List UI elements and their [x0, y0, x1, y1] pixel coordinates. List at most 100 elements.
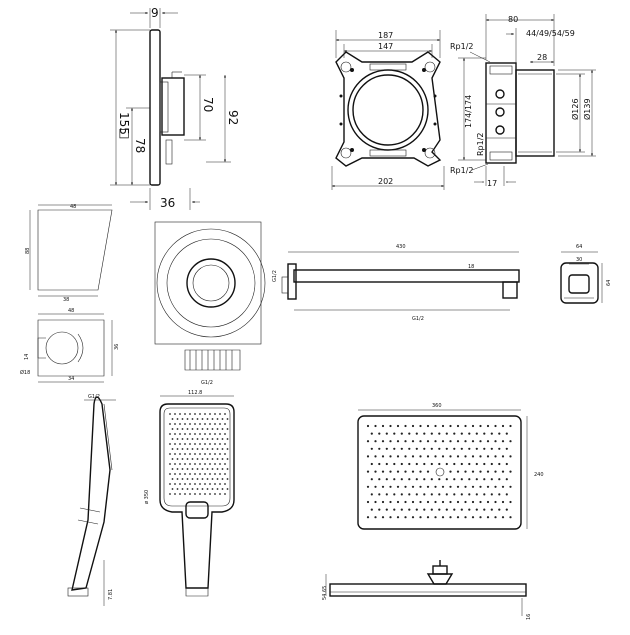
spray-jet: [505, 508, 508, 511]
spray-jet: [174, 433, 176, 435]
spray-jet: [191, 468, 194, 470]
spray-jet: [221, 448, 224, 450]
spray-jet: [201, 458, 204, 460]
spray-jet: [216, 448, 219, 450]
spray-jet: [219, 493, 221, 495]
spray-jet: [441, 500, 445, 504]
dim-knob-70: 70: [201, 97, 215, 112]
spray-jet: [490, 447, 493, 450]
spray-jet: [426, 424, 430, 428]
spray-jet: [475, 462, 478, 466]
spray-jet: [475, 447, 478, 450]
spray-jet: [194, 473, 196, 475]
spray-jet: [226, 448, 229, 450]
spray-jet: [191, 448, 194, 450]
spray-jet: [370, 478, 373, 481]
spray-jet: [179, 413, 181, 415]
spray-jet: [456, 470, 460, 473]
spray-jet: [176, 458, 179, 460]
spray-jet: [483, 462, 486, 466]
spray-jet: [179, 423, 181, 425]
spray-jet: [509, 485, 512, 488]
dim-inner-147: 147: [378, 42, 393, 51]
spray-jet: [196, 458, 199, 460]
wallbox-ring-outer: [347, 69, 429, 151]
spray-jet: [400, 447, 403, 450]
spray-jet: [411, 455, 415, 458]
spray-jet: [211, 468, 214, 470]
spray-jet: [486, 440, 490, 443]
spray-jet: [169, 423, 171, 425]
spray-jet: [445, 462, 448, 466]
spray-jet: [423, 447, 426, 450]
spray-jet: [419, 500, 422, 504]
spray-jet: [460, 508, 463, 511]
spray-jet: [209, 453, 211, 455]
spray-jet: [393, 493, 396, 496]
spray-jet: [204, 433, 206, 435]
spray-jet: [453, 432, 456, 435]
spray-jet: [209, 463, 211, 465]
spray-jet: [378, 432, 381, 435]
spray-jet: [204, 473, 206, 475]
thread-bottom: Rp1/2: [450, 166, 474, 175]
spray-jet: [206, 448, 209, 450]
spray-jet: [509, 516, 512, 519]
spray-jet: [411, 500, 415, 504]
spray-jet: [209, 423, 211, 425]
spray-jet: [189, 473, 191, 475]
spray-jet: [196, 468, 199, 470]
spray-jet: [219, 443, 221, 445]
handshower-side-view: G1/2 7.81: [67, 394, 116, 606]
spray-jet: [438, 478, 441, 481]
spray-jet: [184, 423, 186, 425]
spray-jet: [196, 448, 199, 450]
spray-jet: [509, 470, 512, 473]
valve-side-view: 9 155 □ 78 70 92 36: [110, 6, 240, 210]
spray-jet: [438, 508, 441, 511]
spray-jet: [370, 493, 373, 496]
spray-jet: [408, 432, 411, 435]
arm-tube: [293, 269, 520, 283]
handshower-jet-grid: [169, 413, 229, 495]
spray-jet: [370, 462, 373, 466]
spray-jet: [184, 493, 186, 495]
arm-outlet-connector: [502, 281, 518, 299]
spray-jet: [219, 483, 221, 485]
spray-jet: [426, 455, 430, 458]
dim-outlet-thread: G1/2: [201, 380, 213, 386]
spray-jet: [221, 438, 224, 440]
spray-jet: [411, 485, 415, 488]
spray-jet: [509, 455, 512, 458]
outlet-ring: [186, 258, 236, 308]
spray-jet: [189, 453, 191, 455]
spray-jet: [445, 508, 448, 511]
spray-jet: [189, 483, 191, 485]
spray-jet: [181, 468, 184, 470]
dim-elbow-30: 30: [576, 257, 582, 263]
spray-jet: [411, 440, 415, 443]
spray-jet: [196, 428, 199, 430]
spray-jet: [196, 488, 199, 490]
spray-jet: [174, 473, 176, 475]
dim-depth-80: 80: [508, 15, 518, 24]
spray-jet: [199, 423, 201, 425]
holder-side-outline: [37, 209, 113, 291]
spray-jet: [396, 500, 400, 504]
spray-jet: [494, 516, 497, 519]
spray-jet: [468, 447, 471, 450]
overhead-side-plate: [329, 583, 527, 597]
spray-jet: [186, 468, 189, 470]
spray-jet: [186, 418, 189, 420]
spray-jet: [445, 493, 448, 496]
spray-jet: [501, 470, 505, 473]
spray-jet: [181, 458, 184, 460]
spray-jet: [216, 488, 219, 490]
spray-jet: [498, 493, 501, 496]
spray-jet: [460, 447, 463, 450]
spray-jet: [204, 423, 206, 425]
spray-jet: [471, 455, 475, 458]
spray-jet: [366, 516, 370, 519]
spray-jet: [389, 516, 392, 519]
spray-jet: [196, 438, 199, 440]
